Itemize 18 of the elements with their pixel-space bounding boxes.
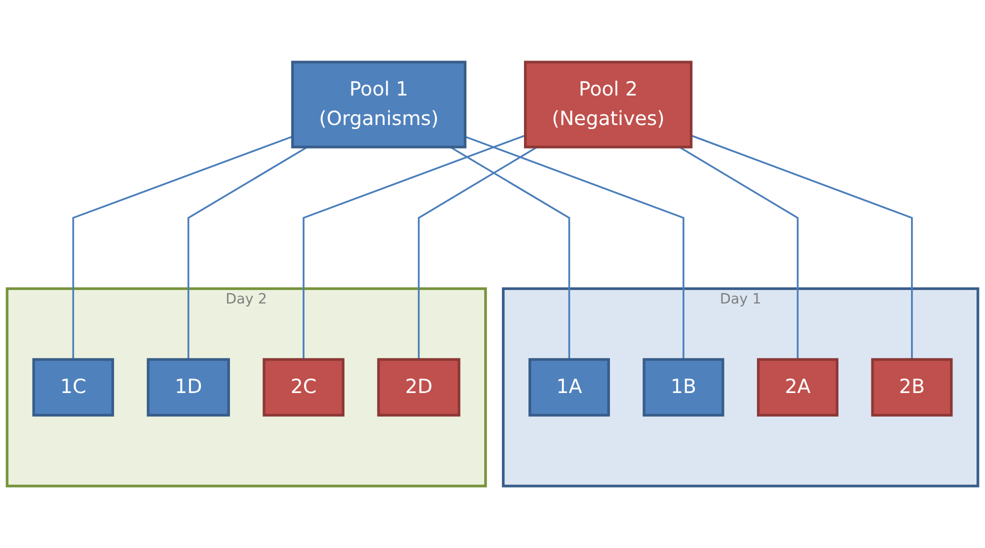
connector [450, 146, 570, 360]
node-box: Pool 1 (Organisms) [291, 60, 466, 148]
connector [464, 136, 684, 360]
node-box: 1D [146, 358, 230, 416]
node-box: 1A [528, 358, 610, 416]
node-box: 2A [756, 358, 838, 416]
connector [690, 134, 913, 360]
connector [678, 146, 799, 360]
connector [72, 136, 293, 360]
connector [188, 146, 308, 360]
connector [418, 146, 538, 360]
connector [302, 134, 526, 360]
node-box: 2D [377, 358, 460, 416]
node-box: 2C [262, 358, 344, 416]
node-box: 1B [642, 358, 724, 416]
node-box: Pool 2 (Negatives) [524, 60, 692, 148]
node-box: 1C [32, 358, 114, 416]
node-box: 2B [871, 358, 953, 416]
